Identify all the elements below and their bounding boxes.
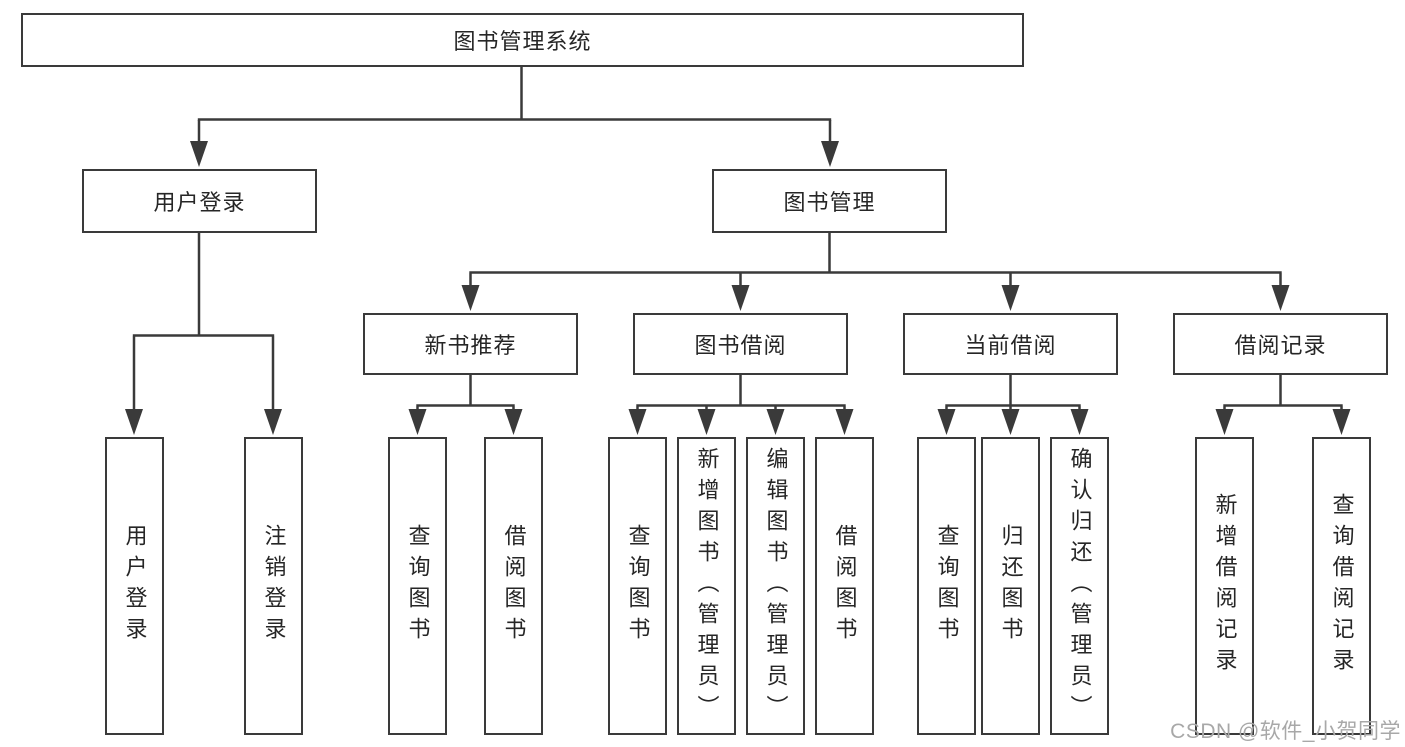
arrowhead — [125, 409, 143, 435]
arrowhead — [821, 141, 839, 167]
arrowhead — [1001, 285, 1020, 311]
node-leaf-edit-books-admin-label: 编辑图书（管理员） — [763, 446, 789, 726]
node-leaf-user-login: 用户登录 — [105, 437, 164, 735]
arrowhead — [731, 285, 750, 311]
node-leaf-user-login-label: 用户登录 — [122, 524, 148, 648]
arrowhead — [835, 409, 854, 435]
node-leaf-query-books-borrowing-label: 查询图书 — [625, 524, 651, 648]
node-leaf-query-books-current: 查询图书 — [917, 437, 976, 735]
arrowhead — [408, 409, 427, 435]
arrowhead — [461, 285, 480, 311]
arrowhead — [1215, 409, 1234, 435]
node-user-login-branch-label: 用户登录 — [153, 190, 246, 215]
arrowhead — [766, 409, 785, 435]
node-leaf-return-books-label: 归还图书 — [998, 524, 1024, 648]
node-current-borrowing-label: 当前借阅 — [964, 333, 1057, 358]
node-new-book-recommend: 新书推荐 — [363, 313, 578, 375]
node-leaf-query-borrow-record-label: 查询借阅记录 — [1329, 493, 1355, 679]
node-root-label: 图书管理系统 — [453, 29, 592, 54]
node-leaf-confirm-return-admin: 确认归还（管理员） — [1050, 437, 1109, 735]
node-book-borrowing-label: 图书借阅 — [694, 333, 787, 358]
node-user-login-branch: 用户登录 — [82, 169, 317, 233]
node-leaf-add-borrow-record: 新增借阅记录 — [1195, 437, 1254, 735]
arrowhead — [1332, 409, 1351, 435]
node-leaf-return-books: 归还图书 — [981, 437, 1040, 735]
node-leaf-confirm-return-admin-label: 确认归还（管理员） — [1067, 446, 1093, 726]
arrowhead — [1001, 409, 1020, 435]
node-book-borrowing: 图书借阅 — [633, 313, 848, 375]
node-leaf-query-books-recommend-label: 查询图书 — [405, 524, 431, 648]
node-borrowing-records-label: 借阅记录 — [1234, 333, 1327, 358]
node-book-management: 图书管理 — [712, 169, 947, 233]
arrowhead — [1271, 285, 1290, 311]
node-leaf-logout-label: 注销登录 — [261, 524, 287, 648]
node-borrowing-records: 借阅记录 — [1173, 313, 1388, 375]
node-leaf-borrow-books-label: 借阅图书 — [832, 524, 858, 648]
csdn-watermark: CSDN @软件_小贺同学 — [1170, 720, 1401, 743]
node-new-book-recommend-label: 新书推荐 — [424, 333, 517, 358]
arrowhead — [697, 409, 716, 435]
node-current-borrowing: 当前借阅 — [903, 313, 1118, 375]
node-leaf-add-borrow-record-label: 新增借阅记录 — [1212, 493, 1238, 679]
node-leaf-query-books-current-label: 查询图书 — [934, 524, 960, 648]
arrowheads — [125, 141, 1351, 435]
node-leaf-borrow-books-recommend: 借阅图书 — [484, 437, 543, 735]
arrowhead — [628, 409, 647, 435]
node-leaf-borrow-books: 借阅图书 — [815, 437, 874, 735]
node-leaf-add-books-admin-label: 新增图书（管理员） — [694, 446, 720, 726]
node-leaf-logout: 注销登录 — [244, 437, 303, 735]
arrowhead — [264, 409, 282, 435]
node-leaf-query-books-recommend: 查询图书 — [388, 437, 447, 735]
node-book-management-label: 图书管理 — [783, 190, 876, 215]
node-leaf-edit-books-admin: 编辑图书（管理员） — [746, 437, 805, 735]
node-leaf-borrow-books-recommend-label: 借阅图书 — [501, 524, 527, 648]
arrowhead — [937, 409, 956, 435]
arrowhead — [1070, 409, 1089, 435]
node-root: 图书管理系统 — [21, 13, 1024, 67]
node-leaf-query-borrow-record: 查询借阅记录 — [1312, 437, 1371, 735]
arrowhead — [190, 141, 208, 167]
arrowhead — [504, 409, 523, 435]
node-leaf-query-books-borrowing: 查询图书 — [608, 437, 667, 735]
node-leaf-add-books-admin: 新增图书（管理员） — [677, 437, 736, 735]
